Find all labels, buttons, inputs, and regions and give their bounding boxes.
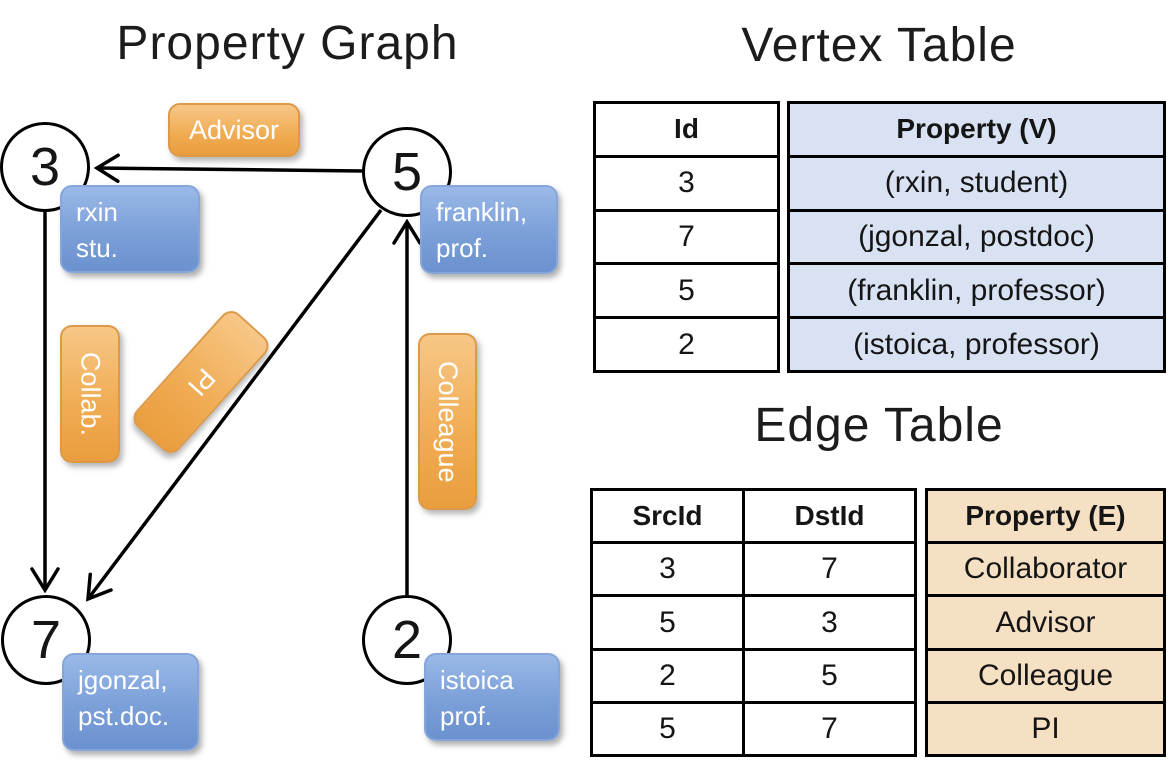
edge-table-title: Edge Table (754, 399, 1004, 452)
data-cell: 7 (821, 711, 838, 745)
edge-label-colleague: Colleague (418, 333, 477, 510)
data-cell: 2 (593, 651, 742, 704)
vertex-property-line: prof. (436, 232, 489, 263)
property-graph-title: Property Graph (116, 17, 459, 70)
data-cell: Collaborator (928, 544, 1163, 598)
vertex-node-3: 3 (0, 122, 90, 212)
edge-label-text: PI (181, 362, 222, 402)
vertex-property-box-istoica: istoica prof. (424, 653, 560, 741)
vertex-property-line: istoica (440, 665, 514, 695)
data-cell: 5 (593, 597, 742, 651)
data-cell: (franklin, professor) (790, 265, 1163, 320)
edge-label-text: Advisor (188, 114, 280, 145)
data-cell: 3 (745, 597, 914, 651)
header-cell: Property (E) (928, 491, 1163, 545)
vertex-property-line: prof. (440, 700, 493, 731)
edge-label-text: Collab. (75, 351, 106, 437)
edge-5-to-7 (85, 208, 383, 602)
header-cell: Id (596, 104, 777, 158)
data-cell: (jgonzal, postdoc) (790, 211, 1163, 266)
data-cell: 7 (745, 544, 914, 598)
data-cell: (istoica, professor) (790, 319, 1163, 370)
vertex-property-line: rxin (76, 197, 118, 227)
vertex-property-line: stu. (76, 232, 118, 263)
edge-label-advisor: Advisor (168, 103, 300, 157)
vertex-property-box-rxin: rxin stu. (60, 185, 200, 273)
data-cell: 5 (596, 265, 777, 320)
vertex-property-line: jgonzal, (78, 665, 168, 695)
edge-label-collab: Collab. (60, 325, 120, 463)
vertex-property-box-jgonzal: jgonzal, pst.doc. (62, 653, 199, 751)
vertex-table-title: Vertex Table (741, 19, 1017, 72)
vertex-property-line: franklin, (436, 197, 528, 227)
data-cell: PI (928, 703, 1163, 755)
edge-5-to-3 (93, 153, 364, 183)
data-cell: 3 (596, 158, 777, 212)
vertex-property-line: pst.doc. (78, 700, 170, 731)
data-cell: (rxin, student) (790, 157, 1163, 212)
data-cell: Advisor (928, 597, 1163, 651)
header-cell: DstId (745, 491, 914, 545)
data-cell: 3 (593, 544, 742, 598)
edge-label-text: Colleague (433, 360, 463, 483)
data-cell: 2 (678, 327, 695, 361)
data-cell: Colleague (928, 650, 1163, 704)
header-cell: Property (V) (790, 104, 1163, 158)
data-cell: 7 (596, 212, 777, 266)
data-cell: 5 (659, 711, 676, 745)
data-cell: 5 (745, 651, 914, 704)
vertex-property-box-franklin: franklin, prof. (420, 185, 558, 274)
header-cell: SrcId (593, 491, 742, 545)
vertex-table-property-column: Property (V)(rxin, student)(jgonzal, pos… (787, 101, 1166, 373)
